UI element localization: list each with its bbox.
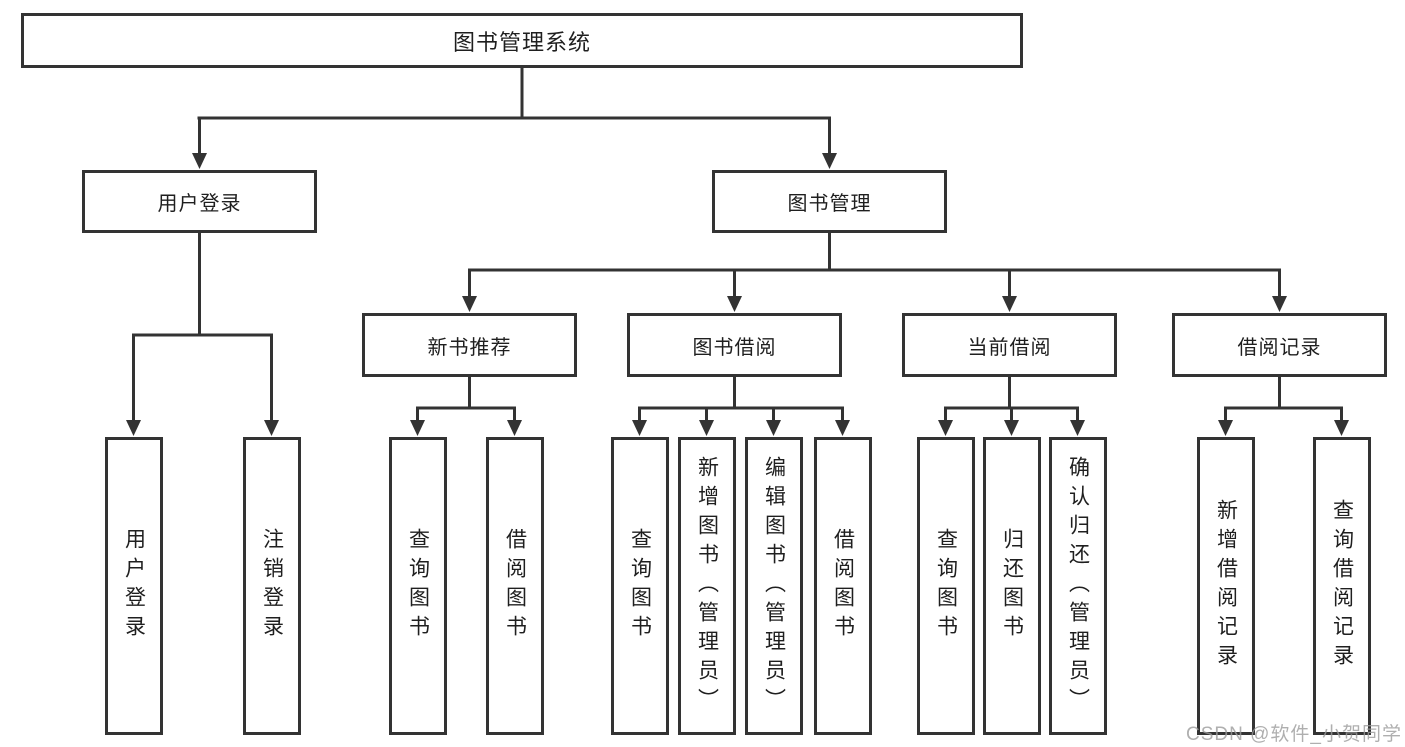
node-current-borrowing: 当前借阅	[902, 313, 1117, 377]
leaf-edit-books-admin: 编辑图书（管理员）	[745, 437, 803, 735]
leaf-label: 新增借阅记录	[1214, 499, 1238, 673]
leaf-label: 查询图书	[406, 528, 430, 644]
leaf-return-books: 归还图书	[983, 437, 1041, 735]
leaf-user-login: 用户登录	[105, 437, 163, 735]
node-label: 新书推荐	[427, 336, 512, 359]
node-borrowing-records: 借阅记录	[1172, 313, 1387, 377]
node-book-borrowing: 图书借阅	[627, 313, 842, 377]
node-label: 图书管理	[787, 193, 872, 215]
node-label: 借阅记录	[1237, 336, 1322, 359]
leaf-add-books-admin: 新增图书（管理员）	[678, 437, 736, 735]
leaf-label: 新增图书（管理员）	[695, 455, 719, 717]
leaf-label: 归还图书	[1000, 528, 1024, 644]
leaf-label: 查询借阅记录	[1330, 499, 1354, 673]
leaf-confirm-return-admin: 确认归还（管理员）	[1049, 437, 1107, 735]
leaf-logout: 注销登录	[243, 437, 301, 735]
leaf-borrow-books-recommend: 借阅图书	[486, 437, 544, 735]
node-new-book-recommendation: 新书推荐	[362, 313, 577, 377]
arrowheads	[126, 153, 1349, 436]
leaf-add-borrow-record: 新增借阅记录	[1197, 437, 1255, 735]
leaf-label: 查询图书	[934, 528, 958, 644]
node-label: 用户登录	[157, 193, 242, 215]
leaf-label: 借阅图书	[831, 528, 855, 644]
leaf-label: 用户登录	[122, 528, 146, 644]
node-label: 当前借阅	[967, 336, 1052, 359]
leaf-query-borrow-record: 查询借阅记录	[1313, 437, 1371, 735]
leaf-query-books-recommend: 查询图书	[389, 437, 447, 735]
leaf-label: 借阅图书	[503, 528, 527, 644]
leaf-query-books-current: 查询图书	[917, 437, 975, 735]
node-label: 图书管理系统	[452, 29, 591, 55]
leaf-label: 确认归还（管理员）	[1066, 455, 1090, 717]
leaf-label: 查询图书	[628, 528, 652, 644]
leaf-borrow-books: 借阅图书	[814, 437, 872, 735]
node-book-management: 图书管理	[712, 170, 947, 233]
node-label: 图书借阅	[692, 336, 777, 359]
csdn-watermark: CSDN @软件_小贺同学	[1186, 724, 1402, 745]
leaf-label: 编辑图书（管理员）	[762, 455, 786, 717]
leaf-label: 注销登录	[260, 528, 284, 644]
leaf-query-books-borrow: 查询图书	[611, 437, 669, 735]
node-user-login: 用户登录	[82, 170, 317, 233]
node-library-management-system: 图书管理系统	[21, 13, 1023, 68]
